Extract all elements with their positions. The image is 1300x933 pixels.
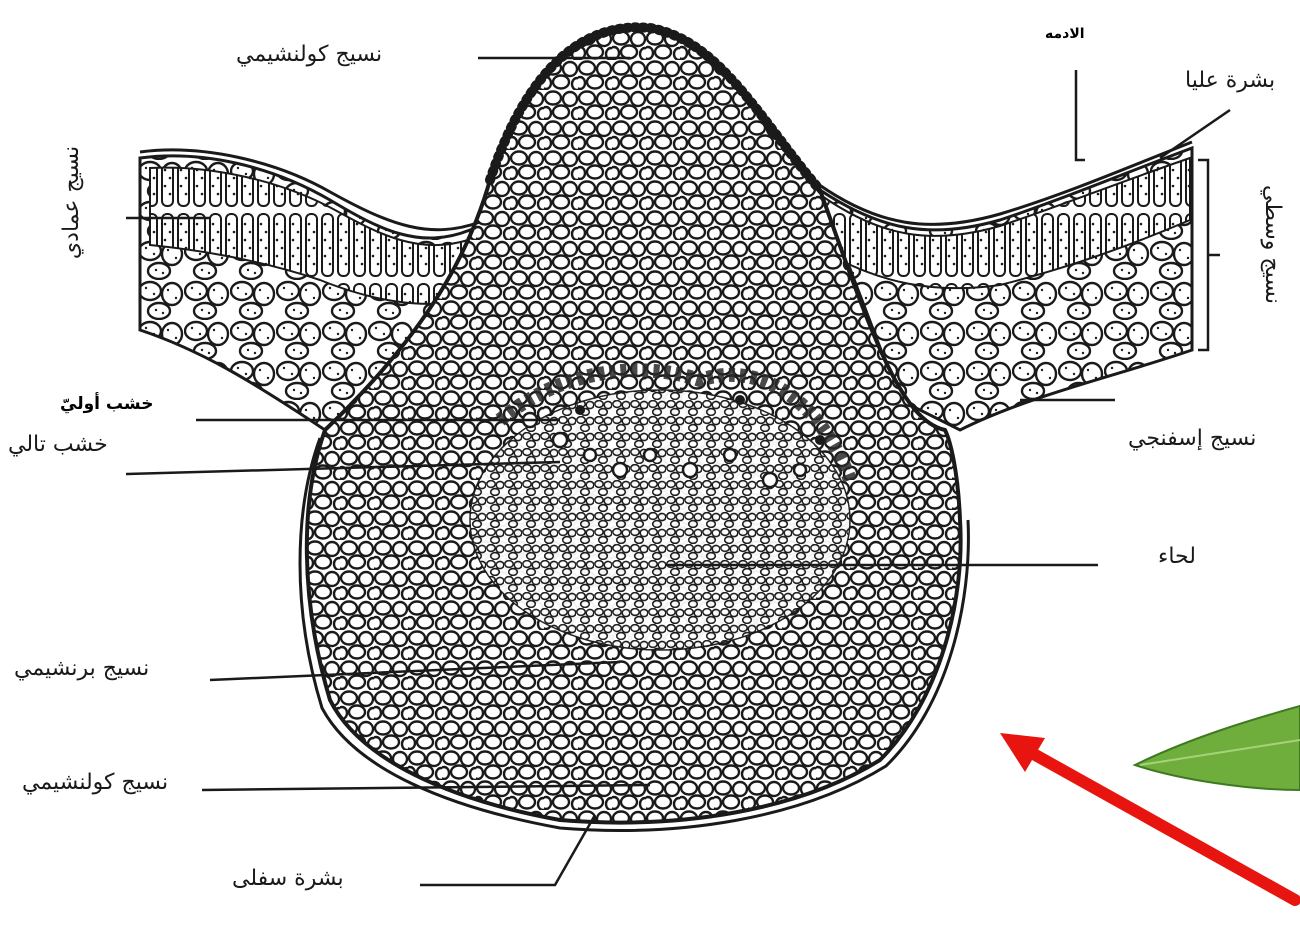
- label-palisade: نسيج عمادي: [59, 146, 84, 259]
- midrib: [307, 27, 961, 822]
- label-collenchyma-top: نسيج كولنشيمي: [236, 42, 382, 67]
- label-mesophyll: نسيج وسطي: [1260, 185, 1285, 304]
- label-parenchyma: نسيج برنشيمي: [14, 656, 149, 681]
- label-metaxylem: خشب تالي: [8, 432, 108, 457]
- label-phloem: لحاء: [1158, 544, 1196, 569]
- label-lower-epidermis: بشرة سفلى: [232, 866, 344, 891]
- label-upper-epidermis: بشرة عليا: [1185, 68, 1275, 93]
- vascular-bundle-phloem: [470, 390, 850, 650]
- label-protoxylem: خشب أوليّ: [60, 394, 153, 414]
- label-cuticle: الادمه: [1045, 26, 1085, 42]
- leaf-fragment: [1135, 706, 1300, 790]
- label-spongy: نسيج إسفنجي: [1128, 426, 1256, 451]
- label-collenchyma-bottom: نسيج كولنشيمي: [22, 770, 168, 795]
